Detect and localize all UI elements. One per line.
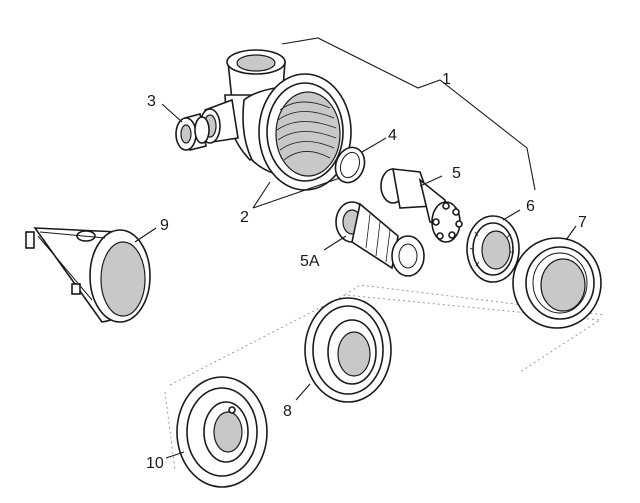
part-6-threaded-nut xyxy=(466,215,520,283)
part-10-escutcheon xyxy=(176,376,268,488)
part-5a-jet-insert xyxy=(335,201,425,277)
callout-9: 9 xyxy=(160,217,169,234)
assembly-envelope xyxy=(164,284,606,471)
bracket-1 xyxy=(281,37,536,191)
part-9-cone-nozzle xyxy=(25,227,151,323)
part-8-eyeball-ring xyxy=(304,297,392,403)
callout-1: 1 xyxy=(442,71,451,88)
part-5-jet-insert xyxy=(380,168,463,243)
leader-lines xyxy=(134,103,577,459)
callout-4: 4 xyxy=(388,127,397,144)
callout-5a: 5A xyxy=(300,253,320,270)
callout-8: 8 xyxy=(283,403,292,420)
callout-5: 5 xyxy=(452,165,461,182)
callout-6: 6 xyxy=(526,198,535,215)
callout-7: 7 xyxy=(578,214,587,231)
callout-3: 3 xyxy=(147,93,156,110)
part-4-o-ring xyxy=(334,146,366,184)
callout-10: 10 xyxy=(146,455,164,472)
callout-2: 2 xyxy=(240,209,249,226)
part-2-jet-body xyxy=(199,49,352,191)
part-3-fitting xyxy=(175,113,210,151)
callout-labels: 1 2 3 4 5 5A 6 7 8 9 10 xyxy=(146,71,587,472)
part-7-flange-ring xyxy=(512,237,602,329)
